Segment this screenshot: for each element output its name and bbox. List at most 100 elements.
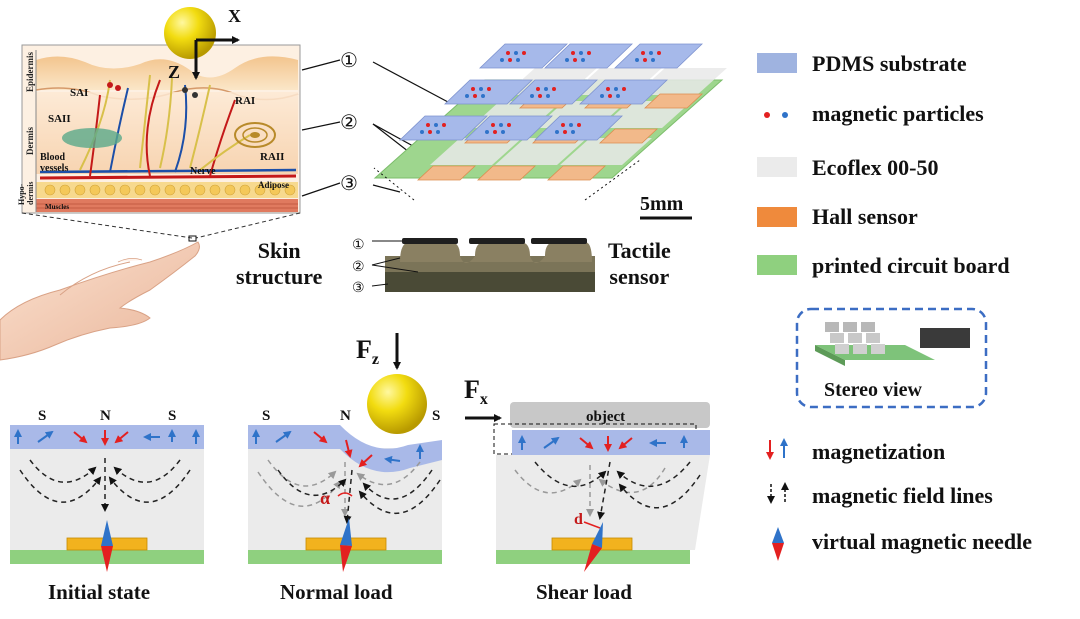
axis-z-label: Z: [168, 62, 180, 82]
shear-load-caption: Shear load: [536, 580, 632, 604]
magnetic-particle: [499, 123, 503, 127]
normal-pole-s-right: S: [432, 408, 440, 424]
magnetic-particle: [643, 58, 647, 62]
shear-pdms-layer: [512, 430, 710, 455]
magnetic-particle: [555, 130, 559, 134]
normal-load-panel: α S N S Fz: [248, 333, 442, 572]
sensor-cross-section: [371, 238, 595, 292]
fz-label: Fz: [356, 335, 379, 368]
layer-number-2: ②: [340, 112, 358, 134]
nerve-label: Nerve: [190, 166, 216, 177]
legend: PDMS substrate magnetic particles Ecofle…: [757, 51, 1032, 561]
skin-caption-line-1: Skin: [257, 238, 301, 263]
magnetic-particle: [577, 123, 581, 127]
magnetic-particle: [530, 94, 534, 98]
legend-label-field-lines: magnetic field lines: [812, 483, 993, 508]
magnetic-particle: [508, 58, 512, 62]
legend-label-pcb: printed circuit board: [812, 253, 1010, 278]
stereo-view-photo: [815, 322, 970, 366]
magnetic-particle: [522, 51, 526, 55]
blood-vessels-label-2: vessels: [40, 163, 68, 174]
cross-number-1: ①: [352, 238, 365, 253]
raii-receptor: [234, 122, 276, 148]
legend-pcb-swatch: [757, 255, 797, 275]
layer-number-3: ③: [340, 173, 358, 195]
legend-particle-red: [764, 112, 770, 118]
magnetic-particle: [485, 130, 489, 134]
legend-ecoflex-swatch: [757, 157, 797, 177]
legend-label-needle: virtual magnetic needle: [812, 529, 1032, 554]
legend-pdms-swatch: [757, 53, 797, 73]
stereo-view-label: Stereo view: [824, 379, 922, 401]
normal-alpha: α: [320, 488, 330, 508]
blood-vessels-label-1: Blood: [40, 152, 65, 163]
raii-label: RAII: [260, 151, 284, 163]
normal-pole-s-left: S: [262, 408, 270, 424]
magnetic-particle: [491, 123, 495, 127]
magnetic-particle: [569, 123, 573, 127]
magnetic-particle: [479, 87, 483, 91]
initial-state-caption: Initial state: [48, 580, 151, 604]
magnetic-particle: [571, 51, 575, 55]
skin-caption-line-2: structure: [236, 264, 323, 289]
skin-structure-caption: Skin structure: [236, 238, 322, 290]
tactile-sensor-caption: Tactile sensor: [608, 238, 671, 290]
hand-illustration: [0, 241, 200, 361]
magnetic-particle: [600, 94, 604, 98]
initial-pole-n: N: [100, 408, 111, 424]
rai-label: RAI: [235, 95, 255, 107]
magnetic-particle: [465, 94, 469, 98]
epidermis-label: Epidermis: [25, 51, 35, 92]
magnetic-particle: [606, 87, 610, 91]
magnetic-particle: [608, 94, 612, 98]
magnetic-particle: [536, 87, 540, 91]
legend-label-hall: Hall sensor: [812, 204, 918, 229]
magnetic-particle: [538, 94, 542, 98]
magnetic-particle: [501, 130, 505, 134]
probe-ball: [164, 7, 216, 59]
cross-number-3: ③: [352, 281, 365, 296]
adipose-label: Adipose: [258, 180, 289, 190]
magnetic-particle: [565, 58, 569, 62]
magnetic-particle: [641, 51, 645, 55]
magnetic-particle: [552, 87, 556, 91]
legend-label-particles: magnetic particles: [812, 101, 984, 126]
sai-label: SAI: [70, 87, 88, 99]
magnetic-particle: [442, 123, 446, 127]
magnetic-particle: [436, 130, 440, 134]
shear-object: [510, 402, 710, 428]
magnetic-particle: [563, 130, 567, 134]
saii-receptor: [62, 128, 122, 148]
normal-pole-n: N: [340, 408, 351, 424]
tactile-caption-line-1: Tactile: [608, 238, 671, 263]
magnetic-particle: [428, 130, 432, 134]
initial-pole-s-left: S: [38, 408, 46, 424]
normal-probe-ball: [367, 374, 427, 434]
axis-x-label: X: [228, 6, 241, 26]
saii-label: SAII: [48, 113, 71, 125]
magnetic-particle: [614, 87, 618, 91]
magnetic-particle: [473, 94, 477, 98]
magnetic-particle: [506, 51, 510, 55]
magnetic-particle: [514, 51, 518, 55]
magnetic-particle: [546, 94, 550, 98]
magnetic-particle: [651, 58, 655, 62]
initial-pdms-layer: [10, 425, 204, 449]
cross-number-2: ②: [352, 260, 365, 275]
layer-number-1: ①: [340, 50, 358, 72]
tactile-caption-line-2: sensor: [609, 264, 670, 289]
magnetic-particle: [657, 51, 661, 55]
magnetic-particle: [481, 94, 485, 98]
sensor-array-exploded: 5mm: [373, 43, 727, 220]
fx-label: Fx: [464, 375, 488, 408]
magnetic-particle: [426, 123, 430, 127]
magnetic-particle: [420, 130, 424, 134]
muscle-layer: [36, 199, 298, 212]
epidermis-layer: [36, 56, 298, 90]
initial-needle: [101, 520, 113, 546]
normal-load-caption: Normal load: [280, 580, 393, 604]
magnetic-particle: [649, 51, 653, 55]
magnetic-particle: [587, 51, 591, 55]
magnetic-particle: [622, 87, 626, 91]
